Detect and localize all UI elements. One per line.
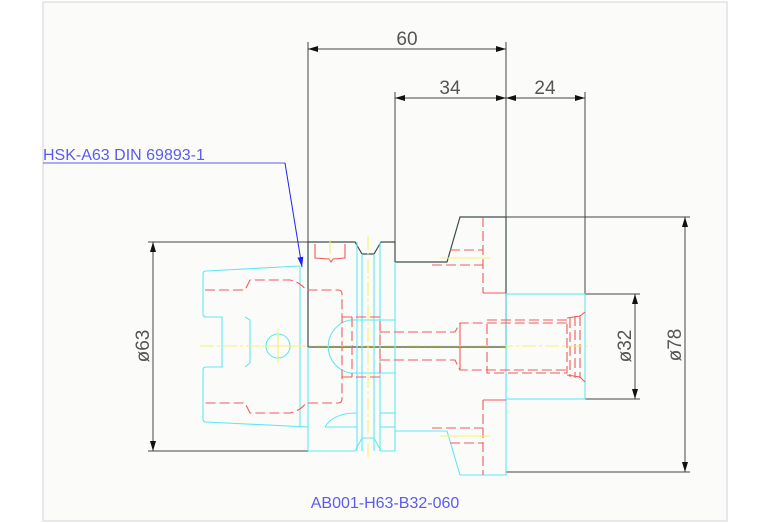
dimension-d32-label: ø32	[615, 330, 636, 363]
dimension-34-label: 34	[439, 78, 461, 99]
drawing-sheet-frame	[42, 1, 728, 522]
dimension-d78-label: ø78	[665, 329, 686, 362]
dimension-overall-length: 60	[307, 29, 507, 242]
section-outline	[307, 216, 507, 348]
standard-leader-annotation: HSK-A63 DIN 69893-1	[43, 147, 304, 268]
dimension-bore-diameter: ø32	[585, 293, 640, 400]
centerlines	[200, 236, 592, 458]
dimension-shank-length: 34	[394, 78, 506, 242]
dimension-body-diameter: ø78	[506, 216, 690, 473]
dimension-flange-diameter: ø63	[133, 241, 308, 452]
part-number-label: AB001-H63-B32-060	[311, 495, 460, 512]
dimension-24-label: 24	[534, 78, 556, 99]
dimension-bore-depth: 24	[506, 78, 586, 294]
dimension-d63-label: ø63	[133, 330, 154, 363]
dimension-60-label: 60	[396, 29, 417, 50]
standard-label: HSK-A63 DIN 69893-1	[43, 147, 205, 164]
